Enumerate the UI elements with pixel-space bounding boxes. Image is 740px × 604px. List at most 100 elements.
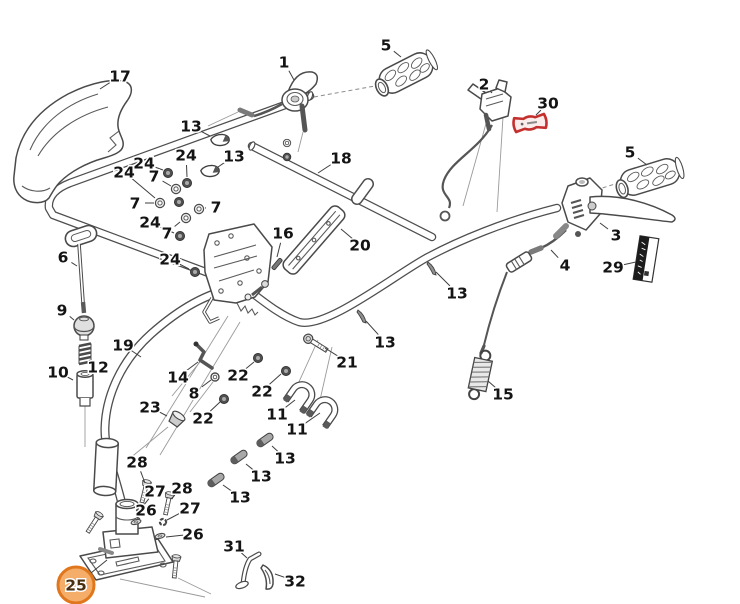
spring-12	[78, 342, 92, 366]
leader-line	[304, 412, 321, 424]
part-number: 28	[171, 480, 193, 498]
part-number: 11	[286, 421, 308, 439]
grip-5-right	[615, 156, 685, 199]
part-label-30: 30	[535, 93, 560, 116]
part-label-28: 28	[125, 452, 149, 484]
part-label-17: 17	[99, 66, 132, 90]
part-label-15: 15	[487, 380, 515, 405]
part-number: 29	[602, 259, 624, 277]
part-number: 7	[162, 225, 173, 243]
bracket-32	[260, 564, 274, 590]
part-label-13: 13	[365, 320, 397, 353]
part-label-13: 13	[222, 484, 252, 508]
part-label-18: 18	[317, 148, 353, 174]
leader-line	[393, 50, 402, 58]
part-number: 13	[274, 450, 296, 468]
linkage-hardware	[168, 333, 340, 429]
leader-line	[535, 109, 542, 116]
leader-line	[66, 376, 74, 381]
nut-on-frame	[282, 152, 292, 162]
part-number: 24	[113, 164, 135, 182]
part-label-28: 28	[170, 478, 194, 500]
part-label-1: 1	[277, 52, 295, 81]
leader-line	[153, 166, 164, 171]
part-label-13: 13	[435, 271, 469, 304]
part-number: 7	[211, 199, 222, 217]
leader-line	[162, 180, 172, 187]
part-number: 8	[189, 385, 200, 403]
part-number: 6	[58, 249, 69, 267]
part-number: 21	[336, 354, 358, 372]
leader-line	[88, 359, 91, 362]
knob-9	[73, 315, 95, 341]
leader-line	[240, 552, 248, 559]
part-number: 16	[272, 225, 294, 243]
leader-line	[324, 347, 339, 358]
part-number: 24	[139, 214, 161, 232]
leader-line	[271, 445, 279, 452]
part-number: 5	[625, 144, 636, 162]
part-label-20: 20	[340, 228, 372, 256]
grip-5-top	[374, 49, 439, 97]
leader-line	[90, 559, 108, 574]
part-label-9: 9	[55, 300, 75, 321]
leader-line	[599, 222, 609, 230]
leader-line	[637, 157, 648, 166]
part-number: 18	[330, 150, 352, 168]
base-mount-25	[79, 437, 182, 581]
highlight-circle	[56, 565, 96, 604]
part-number: 3	[611, 227, 622, 245]
part-label-5: 5	[623, 142, 648, 166]
part-number: 17	[109, 68, 131, 86]
part-number: 31	[223, 538, 245, 556]
part-number: 7	[130, 195, 141, 213]
part-label-13: 13	[271, 445, 297, 469]
part-label-2: 2	[477, 74, 493, 95]
part-label-24: 24	[174, 145, 198, 178]
clips-13	[199, 131, 437, 489]
part-number: 13	[180, 118, 202, 136]
part-label-27: 27	[166, 498, 202, 521]
part-label-7: 7	[147, 166, 172, 187]
part-number: 5	[381, 37, 392, 55]
leader-line	[274, 573, 286, 579]
plate-20	[282, 205, 346, 275]
leader-line	[185, 361, 199, 372]
part-label-12: 12	[86, 357, 111, 378]
handlebar-upper-18	[44, 91, 562, 327]
leader-line	[317, 163, 333, 174]
leader-line	[69, 316, 75, 321]
cover-17	[13, 79, 133, 204]
leader-line	[165, 534, 184, 538]
leader-line	[178, 263, 190, 270]
part-number: 13	[223, 148, 245, 166]
part-number: 13	[229, 489, 251, 507]
part-number: 30	[537, 95, 559, 113]
part-label-3: 3	[599, 222, 623, 246]
lever-1	[207, 71, 319, 133]
leader-line	[487, 380, 496, 388]
part-label-22: 22	[226, 361, 255, 386]
leader-line	[158, 225, 175, 234]
lever-2	[439, 79, 512, 222]
part-label-13: 13	[245, 463, 273, 487]
leader-line	[245, 463, 254, 471]
part-number: 12	[87, 359, 109, 377]
sticker-29	[632, 235, 660, 283]
leader-line	[340, 228, 353, 239]
leader-line	[99, 80, 112, 90]
spring-15	[467, 349, 494, 401]
part-label-10: 10	[46, 362, 74, 383]
part-label-11: 11	[265, 399, 296, 425]
part-number: 25	[65, 577, 87, 595]
part-number: 13	[250, 468, 272, 486]
part-label-26: 26	[165, 524, 205, 545]
part-number: 11	[266, 406, 288, 424]
part-label-7: 7	[128, 193, 154, 214]
leader-line	[217, 161, 227, 168]
part-number: 24	[159, 251, 181, 269]
part-number: 19	[112, 337, 134, 355]
part-label-21: 21	[324, 347, 359, 373]
part-label-24: 24	[138, 212, 175, 234]
